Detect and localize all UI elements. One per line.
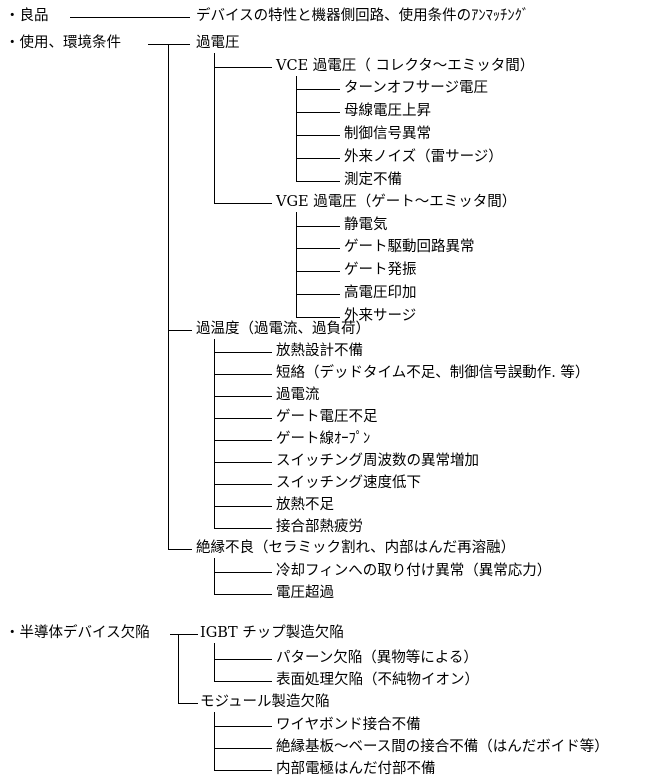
connector-root1 [70,17,190,18]
trunk-module [214,712,215,770]
connector-module [178,703,198,704]
node-m3: 内部電極はんだ付部不備 [276,761,436,777]
node-vge5: 外来サージ [344,308,417,324]
connector-insulation [168,549,192,550]
node-m1: ワイヤボンド接合不備 [276,717,421,733]
connector-vge2 [296,248,340,249]
connector-g2 [214,681,272,682]
connector-t1 [214,352,272,353]
connector-vge [214,203,272,204]
node-t7: スイッチング速度低下 [276,475,421,491]
trunk-over-voltage [214,53,215,203]
connector-m3 [214,770,272,771]
node-vce3: 制御信号異常 [344,126,431,142]
connector-g1 [214,659,272,660]
trunk-igbt [214,643,215,681]
connector-t9 [214,528,272,529]
trunk-vce [296,76,297,181]
node-i1: 冷却フィンへの取り付け異常（異常応力） [276,563,552,579]
node-t9: 接合部熱疲労 [276,519,363,535]
node-insulation: 絶縁不良（セラミック割れ、内部はんだ再溶融） [196,540,516,556]
node-over-voltage: 過電圧 [196,35,240,51]
connector-m2 [214,748,272,749]
connector-vce1 [296,89,340,90]
connector-vge5 [296,317,340,318]
connector-root2 [148,44,190,45]
node-vce1: ターンオフサージ電圧 [344,80,488,96]
connector-vge1 [296,226,340,227]
node-igbt: IGBT チップ製造欠陥 [200,625,344,641]
node-g1: パターン欠陥（異物等による） [276,650,478,666]
node-t4: ゲート電圧不足 [276,409,378,425]
connector-t2 [214,374,272,375]
connector-root3 [170,634,198,635]
node-vce: VCE 過電圧（ コレクタ～エミッタ間） [276,58,535,74]
connector-vge3 [296,271,340,272]
node-i2: 電圧超過 [276,585,334,601]
node-root2: ・使用、環境条件 [5,35,121,51]
node-root1: ・良品 [5,8,49,24]
connector-t6 [214,462,272,463]
node-t1: 放熱設計不備 [276,343,363,359]
node-vce5: 測定不備 [344,172,402,188]
connector-i1 [214,572,272,573]
connector-vce2 [296,112,340,113]
connector-vce5 [296,181,340,182]
node-t5: ゲート線ｵｰﾌﾟﾝ [276,431,371,447]
node-t8: 放熱不足 [276,497,334,513]
connector-m1 [214,726,272,727]
node-root1-c1: デバイスの特性と機器側回路、使用条件のｱﾝﾏｯﾁﾝｸﾞ [196,8,530,24]
connector-vge4 [296,294,340,295]
node-vge: VGE 過電圧（ゲート～エミッタ間） [276,194,517,210]
node-t6: スイッチング周波数の異常増加 [276,453,479,469]
trunk-vge [296,212,297,317]
node-vce2: 母線電圧上昇 [344,103,431,119]
connector-t8 [214,506,272,507]
node-over-temp: 過温度（過電流、過負荷） [196,321,370,337]
node-root3: ・半導体デバイス欠陥 [5,625,150,641]
trunk-insulation [214,558,215,594]
trunk-root3 [178,634,179,703]
connector-over-temp [168,330,192,331]
connector-vce3 [296,135,340,136]
node-vge3: ゲート発振 [344,262,417,278]
node-g2: 表面処理欠陥（不純物イオン） [276,672,479,688]
node-vce4: 外来ノイズ（雷サージ） [344,149,503,165]
trunk-root2 [168,44,169,549]
node-vge4: 高電圧印加 [344,285,417,301]
node-m2: 絶縁基板～ベース間の接合不備（はんだボイド等） [276,739,609,755]
node-module: モジュール製造欠陥 [200,694,330,710]
connector-vce [214,67,272,68]
connector-vce4 [296,158,340,159]
node-vge2: ゲート駆動回路異常 [344,239,475,255]
connector-i2 [214,594,272,595]
trunk-over-temp [214,339,215,528]
connector-t7 [214,484,272,485]
node-vge1: 静電気 [344,217,388,233]
connector-t5 [214,440,272,441]
connector-t4 [214,418,272,419]
node-t3: 過電流 [276,387,320,403]
node-t2: 短絡（デッドタイム不足、制御信号誤動作. 等） [276,365,590,381]
connector-t3 [214,396,272,397]
